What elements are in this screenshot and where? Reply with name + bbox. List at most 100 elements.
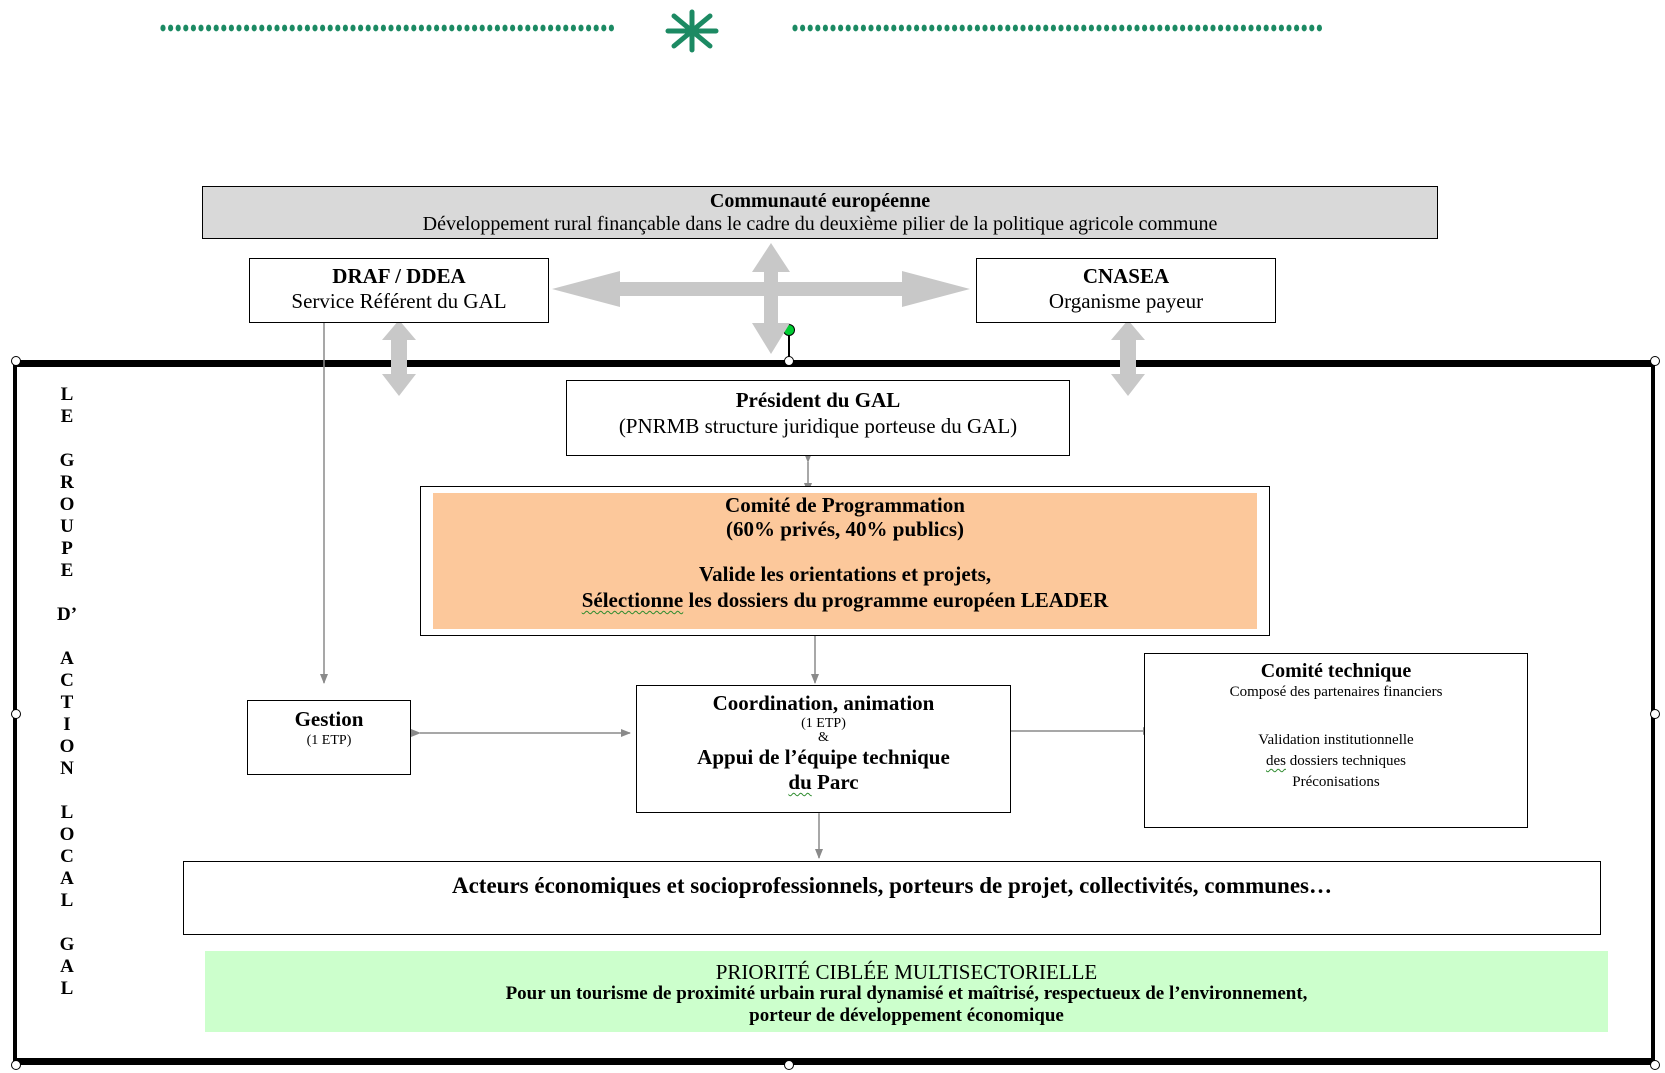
selection-handle[interactable] xyxy=(1650,356,1660,366)
decorative-dot xyxy=(548,24,554,32)
vertical-letter: C xyxy=(60,670,74,691)
decorative-dot xyxy=(380,24,386,32)
vertical-letter: E xyxy=(60,560,74,581)
selection-handle[interactable] xyxy=(1650,709,1660,719)
decorative-dot xyxy=(456,24,462,32)
vertical-letter: C xyxy=(60,846,74,867)
decorative-dot xyxy=(259,24,265,32)
decorative-dot xyxy=(982,24,988,32)
decorative-dot xyxy=(1263,24,1269,32)
decorative-dot xyxy=(1180,24,1186,32)
decorative-dot xyxy=(266,24,272,32)
vertical-letter: N xyxy=(60,758,74,779)
decorative-dot xyxy=(365,24,371,32)
decorative-dot xyxy=(929,24,935,32)
technique-line2-word: des xyxy=(1266,753,1286,769)
communaute-europeenne-box[interactable]: Communauté européenne Développement rura… xyxy=(202,186,1438,239)
programmation-line2: Sélectionne les dossiers du programme eu… xyxy=(433,587,1257,613)
decorative-dot xyxy=(944,24,950,32)
decorative-dot xyxy=(525,24,531,32)
decorative-dot xyxy=(959,24,965,32)
decorative-dot xyxy=(815,24,821,32)
technique-title: Comité technique xyxy=(1260,660,1412,682)
vertical-letter: L xyxy=(60,978,74,999)
decorative-dot xyxy=(441,24,447,32)
decorative-dot xyxy=(608,24,614,32)
president-title: Président du GAL xyxy=(735,388,901,412)
decorative-dot xyxy=(1088,24,1094,32)
decorative-dot xyxy=(891,24,897,32)
decorative-dot xyxy=(426,24,432,32)
selection-handle[interactable] xyxy=(1650,1060,1660,1070)
decorative-dot xyxy=(327,24,333,32)
decorative-dot xyxy=(168,24,174,32)
selection-handle[interactable] xyxy=(11,356,21,366)
decorative-dot xyxy=(1271,24,1277,32)
draf-ddea-box[interactable]: DRAF / DDEA Service Référent du GAL xyxy=(249,258,549,323)
technique-subtitle: Composé des partenaires financiers xyxy=(1229,684,1443,700)
decorative-dot xyxy=(1035,24,1041,32)
communaute-subtitle: Développement rural finançable dans le c… xyxy=(422,213,1218,235)
decorative-dot xyxy=(304,24,310,32)
vertical-letter: L xyxy=(60,384,74,405)
acteurs-text: Acteurs économiques et socioprofessionne… xyxy=(451,873,1333,898)
decorative-dot xyxy=(373,24,379,32)
vertical-letter: L xyxy=(60,890,74,911)
decorative-dot xyxy=(1104,24,1110,32)
decorative-dot xyxy=(494,24,500,32)
cnasea-box[interactable]: CNASEA Organisme payeur xyxy=(976,258,1276,323)
decorative-dot xyxy=(822,24,828,32)
acteurs-box[interactable]: Acteurs économiques et socioprofessionne… xyxy=(183,861,1601,935)
decorative-dot xyxy=(830,24,836,32)
gestion-box[interactable]: Gestion (1 ETP) xyxy=(247,700,411,775)
decorative-dot xyxy=(1294,24,1300,32)
coordination-appui: Appui de l’équipe technique xyxy=(697,745,950,769)
decorative-dot xyxy=(1233,24,1239,32)
decorative-dot xyxy=(1111,24,1117,32)
decorative-dot xyxy=(921,24,927,32)
decorative-dot xyxy=(1187,24,1193,32)
vertical-letter: T xyxy=(60,692,74,713)
decorative-dot xyxy=(1005,24,1011,32)
decorative-dot xyxy=(312,24,318,32)
vertical-letter: A xyxy=(60,956,74,977)
decorative-dot xyxy=(807,24,813,32)
selection-handle[interactable] xyxy=(11,1060,21,1070)
vertical-letter: A xyxy=(60,868,74,889)
technique-line2: des dossiers techniques xyxy=(1145,751,1527,772)
grey-double-arrow-cnasea xyxy=(1111,320,1145,396)
vertical-letter: U xyxy=(60,516,74,537)
decorative-dot xyxy=(540,24,546,32)
president-gal-box[interactable]: Président du GAL (PNRMB structure juridi… xyxy=(566,380,1070,456)
gestion-title: Gestion xyxy=(294,707,364,731)
decorative-dot xyxy=(251,24,257,32)
priorite-line2: porteur de développement économique xyxy=(749,1005,1064,1026)
decorative-dot xyxy=(517,24,523,32)
comite-technique-box[interactable]: Comité technique Composé des partenaires… xyxy=(1144,653,1528,828)
coordination-animation-box[interactable]: Coordination, animation (1 ETP) & Appui … xyxy=(636,685,1011,813)
priorite-line1: Pour un tourisme de proximité urbain rur… xyxy=(505,983,1308,1004)
decorative-dot xyxy=(472,24,478,32)
decorative-dot xyxy=(1256,24,1262,32)
comite-programmation-box[interactable]: Comité de Programmation (60% privés, 40%… xyxy=(433,493,1257,629)
selection-handle[interactable] xyxy=(11,709,21,719)
decorative-dot xyxy=(221,24,227,32)
decorative-dot xyxy=(198,24,204,32)
decorative-dot xyxy=(1210,24,1216,32)
programmation-line2-word: Sélectionne xyxy=(581,588,684,612)
decorative-dot xyxy=(563,24,569,32)
vertical-letter: D’ xyxy=(56,604,78,625)
decorative-dot xyxy=(244,24,250,32)
vertical-letter: G xyxy=(59,934,75,955)
coordination-etp: (1 ETP) xyxy=(801,716,846,731)
selection-handle[interactable] xyxy=(784,1060,794,1070)
decorative-dot xyxy=(1301,24,1307,32)
vertical-letter: I xyxy=(63,714,71,735)
decorative-dot xyxy=(236,24,242,32)
decorative-dot xyxy=(411,24,417,32)
draf-subtitle: Service Référent du GAL xyxy=(291,289,507,313)
priorite-box[interactable]: PRIORITÉ CIBLÉE MULTISECTORIELLE Pour un… xyxy=(205,951,1608,1032)
decorative-dot xyxy=(289,24,295,32)
decorative-dot xyxy=(1316,24,1322,32)
coordination-amp: & xyxy=(818,730,829,745)
